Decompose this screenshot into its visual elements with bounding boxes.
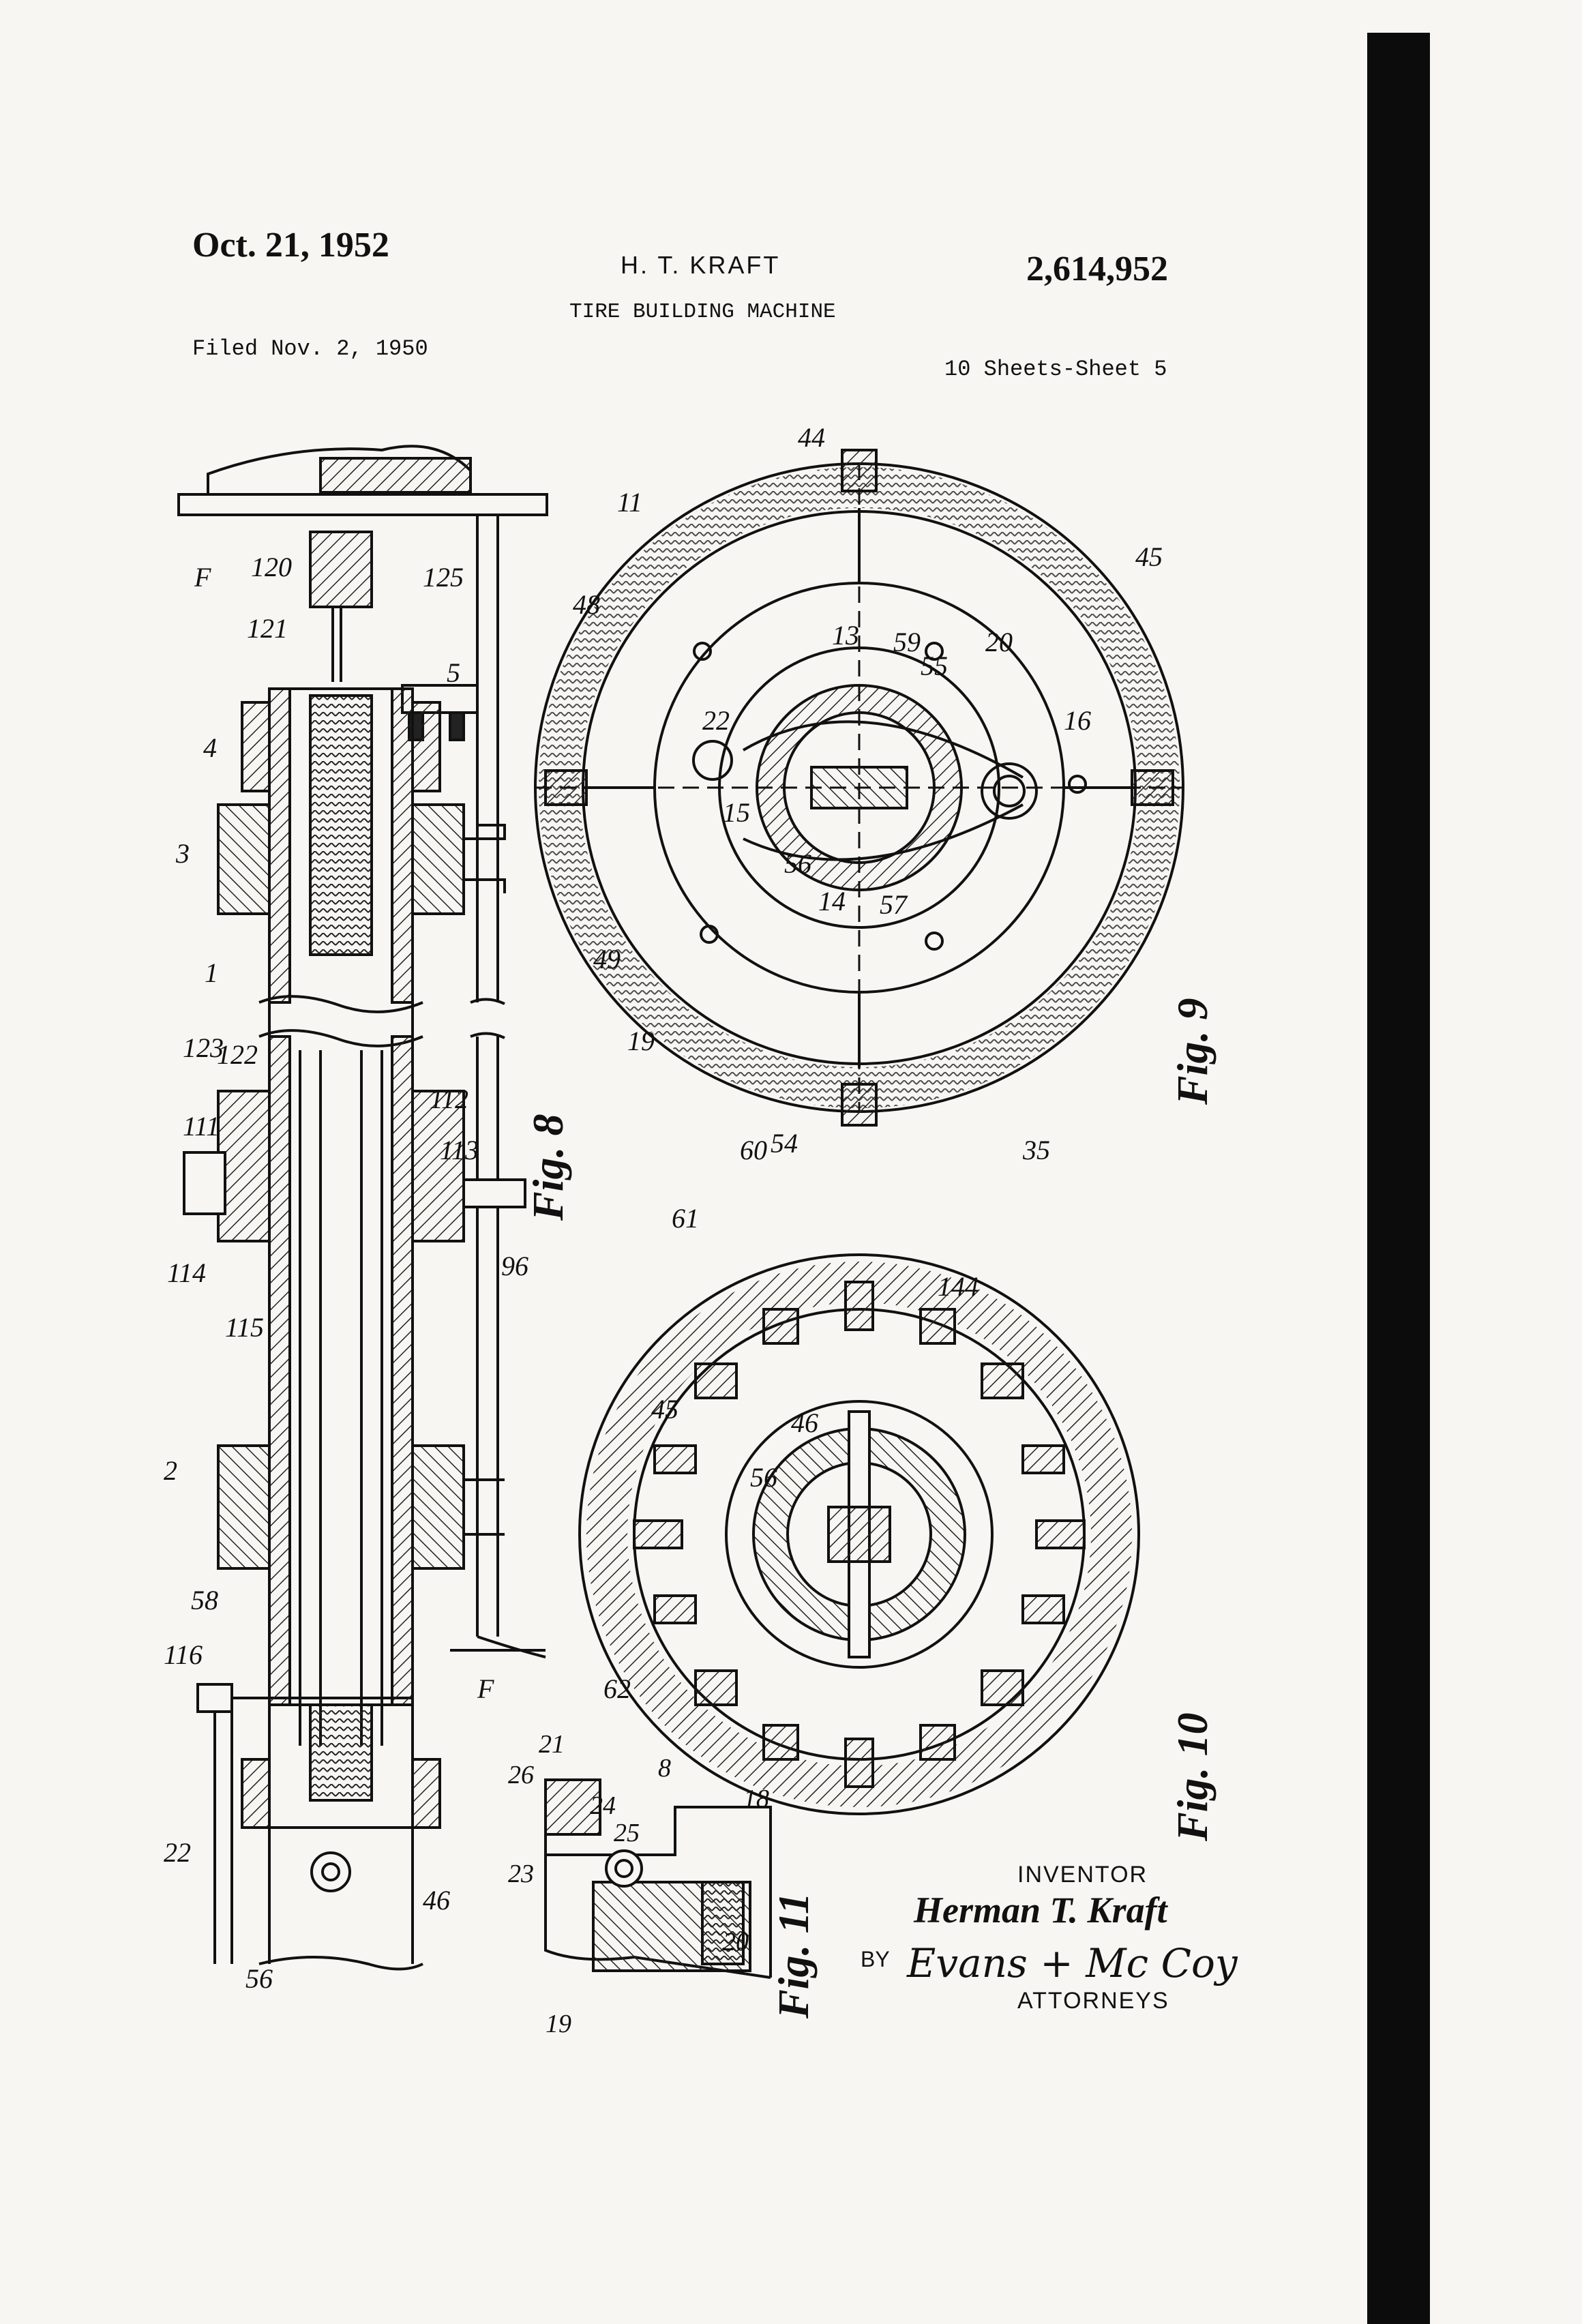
- ref-label: 11: [617, 487, 642, 518]
- ref-label: 114: [167, 1257, 206, 1288]
- fig8-drawing: [179, 446, 547, 1969]
- ref-label: 120: [251, 552, 292, 582]
- fig9-label: Fig. 9: [1168, 998, 1217, 1105]
- inventor-signature: Herman T. Kraft: [914, 1889, 1167, 1931]
- fig11-label: Fig. 11: [769, 1892, 818, 2019]
- ref-label: 61: [672, 1203, 699, 1234]
- ref-label: 56: [245, 1963, 273, 1994]
- fig10-label: Fig. 10: [1168, 1713, 1217, 1842]
- fig8-label: Fig. 8: [524, 1114, 572, 1221]
- ref-label: 26: [508, 1761, 534, 1789]
- ref-label: 4: [203, 732, 217, 763]
- ref-label: 112: [430, 1084, 468, 1114]
- ref-label: 19: [546, 2010, 571, 2038]
- ref-label: 46: [791, 1407, 818, 1438]
- ref-label: 16: [1064, 705, 1091, 736]
- ref-label: 35: [1022, 1135, 1050, 1165]
- ref-label: 57: [880, 889, 908, 920]
- ref-label: F: [194, 562, 211, 593]
- ref-label: 8: [658, 1754, 671, 1783]
- ref-label: 45: [651, 1394, 678, 1425]
- ref-label: 111: [183, 1111, 220, 1142]
- ref-label: 121: [247, 613, 288, 644]
- ref-label: 21: [539, 1730, 565, 1759]
- ref-label: 2: [164, 1455, 177, 1486]
- ref-label: 122: [217, 1039, 258, 1070]
- ref-label: 56: [784, 848, 811, 879]
- ref-label: 24: [590, 1791, 616, 1820]
- ref-label: 96: [501, 1251, 528, 1281]
- ref-label: 23: [508, 1860, 534, 1888]
- ref-label: 55: [921, 651, 948, 681]
- ref-label: 18: [743, 1785, 769, 1813]
- ref-label: 125: [423, 562, 464, 593]
- ref-label: 56: [750, 1462, 777, 1493]
- attorneys-label: ATTORNEYS: [1017, 1988, 1169, 2014]
- fig9-drawing: [535, 450, 1183, 1125]
- ref-label: 116: [164, 1639, 203, 1670]
- ref-label: 44: [798, 422, 825, 453]
- ref-label: 3: [175, 838, 190, 869]
- attorney-signature: Evans + Mc Coy: [907, 1940, 1238, 1986]
- ref-label: 62: [603, 1673, 631, 1704]
- ref-label: 15: [723, 797, 750, 828]
- by-label: BY: [861, 1947, 890, 1972]
- fig10-drawing: [580, 1255, 1139, 1814]
- ref-label: 48: [573, 589, 600, 620]
- ref-label: 5: [447, 657, 460, 688]
- ref-label: F: [477, 1673, 494, 1704]
- ref-label: 49: [593, 944, 621, 974]
- ref-label: 45: [1135, 541, 1163, 572]
- ref-label: 58: [191, 1585, 218, 1615]
- ref-label: 115: [225, 1312, 264, 1343]
- ref-label: 46: [423, 1885, 450, 1916]
- ref-label: 59: [893, 627, 921, 657]
- ref-label: 14: [818, 886, 846, 917]
- ref-label: 144: [938, 1271, 979, 1302]
- ref-label: 22: [164, 1837, 191, 1868]
- ref-label: 113: [440, 1135, 479, 1165]
- ref-label: 20: [723, 1928, 749, 1956]
- ref-label: 22: [702, 705, 730, 736]
- ref-label: 19: [627, 1026, 655, 1056]
- ref-label: 1: [205, 957, 218, 988]
- ref-label: 13: [832, 620, 859, 651]
- ref-label: 20: [985, 627, 1013, 657]
- ref-label: 60: [740, 1135, 767, 1165]
- ref-label: 54: [771, 1128, 798, 1159]
- ref-label: 25: [614, 1819, 640, 1847]
- inventor-label: INVENTOR: [1017, 1862, 1148, 1888]
